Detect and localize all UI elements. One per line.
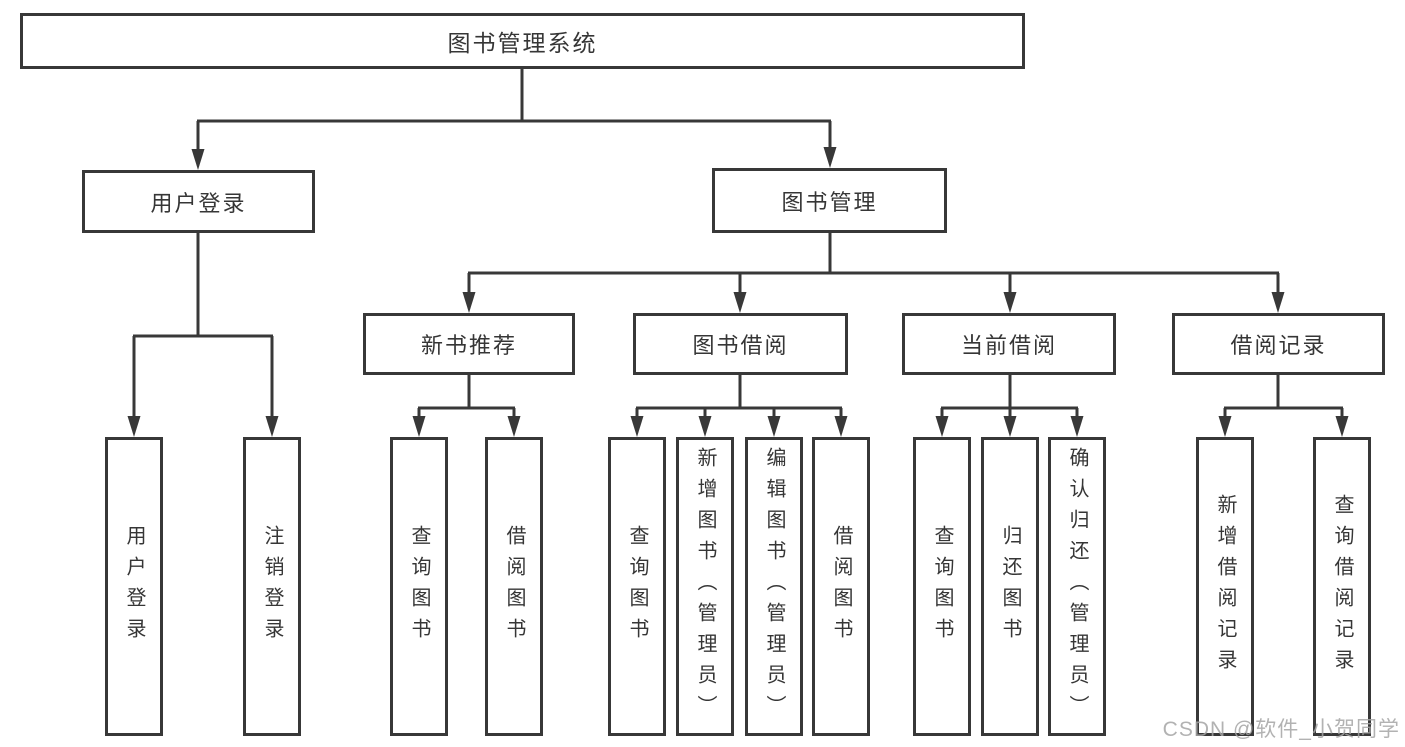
root-label: 图书管理系统 [447,30,598,56]
branch-box-book-management: 图书管理 [712,168,947,233]
leaf-box-edit-books-admin: 编辑图书（管理员） [745,437,803,736]
leaf-label-query-books-borrowing: 查询图书 [626,524,648,649]
leaf-label-borrow-books: 借阅图书 [830,524,852,649]
leaf-box-logout: 注销登录 [243,437,301,736]
leaf-label-edit-books-admin: 编辑图书（管理员） [763,447,785,726]
group-box-current-borrowing: 当前借阅 [902,313,1116,375]
leaf-box-user-login: 用户登录 [105,437,163,736]
leaf-box-confirm-return-admin: 确认归还（管理员） [1048,437,1106,736]
leaf-label-confirm-return-admin: 确认归还（管理员） [1066,447,1088,726]
group-label-book-borrowing: 图书借阅 [692,333,789,358]
leaf-label-user-login: 用户登录 [123,524,145,649]
leaf-box-query-borrow-record: 查询借阅记录 [1313,437,1371,736]
group-label-new-book-recommend: 新书推荐 [420,333,517,358]
leaf-box-return-books: 归还图书 [981,437,1039,736]
leaf-box-borrow-books-recommend: 借阅图书 [485,437,543,736]
leaf-box-borrow-books: 借阅图书 [812,437,870,736]
leaf-label-add-borrow-record: 新增借阅记录 [1214,493,1236,680]
leaf-label-logout: 注销登录 [261,524,283,649]
group-label-borrowing-records: 借阅记录 [1230,333,1327,358]
group-box-new-book-recommend: 新书推荐 [363,313,575,375]
group-box-book-borrowing: 图书借阅 [633,313,848,375]
leaf-label-query-books-current: 查询图书 [931,524,953,649]
branch-label-book-management: 图书管理 [781,189,878,215]
group-box-borrowing-records: 借阅记录 [1172,313,1385,375]
csdn-watermark: CSDN @软件_小贺同学 [1162,718,1400,741]
leaf-label-borrow-books-recommend: 借阅图书 [503,524,525,649]
leaf-box-add-borrow-record: 新增借阅记录 [1196,437,1254,736]
branch-label-user-login: 用户登录 [150,190,247,216]
group-label-current-borrowing: 当前借阅 [960,333,1057,358]
leaf-box-query-books-recommend: 查询图书 [390,437,448,736]
leaf-label-return-books: 归还图书 [999,524,1021,649]
leaf-label-query-books-recommend: 查询图书 [408,524,430,649]
leaf-box-query-books-borrowing: 查询图书 [608,437,666,736]
leaf-box-query-books-current: 查询图书 [913,437,971,736]
leaf-label-query-borrow-record: 查询借阅记录 [1331,493,1353,680]
branch-box-user-login: 用户登录 [82,170,315,233]
root-box-library-management-system: 图书管理系统 [20,13,1025,69]
leaf-label-add-books-admin: 新增图书（管理员） [694,447,716,726]
leaf-box-add-books-admin: 新增图书（管理员） [676,437,734,736]
